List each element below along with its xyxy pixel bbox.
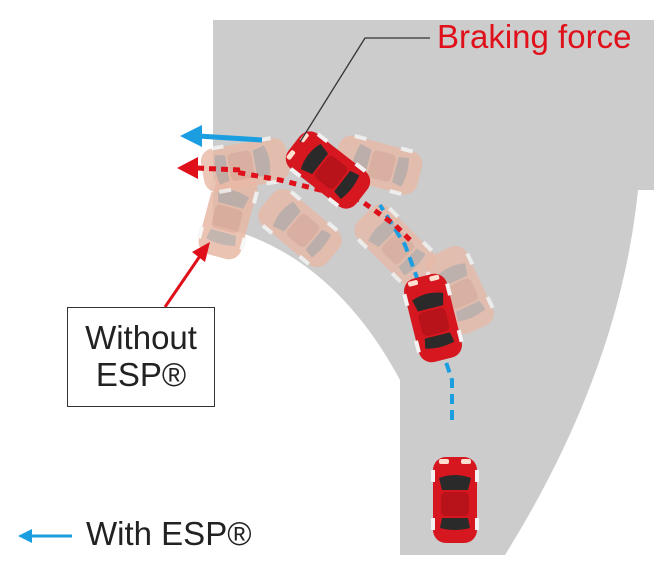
without-esp-box: Without ESP® [67,307,215,407]
without-esp-line2: ESP® [95,356,187,393]
braking-force-label: Braking force [437,18,632,55]
arrow-left-icon [180,125,263,147]
with-esp-label: With ESP® [86,515,252,552]
arrow-left-icon [177,157,241,179]
legend-arrow-icon [18,529,72,543]
with-esp-path [378,203,454,420]
car-icon [431,457,479,543]
braking-leader-line [299,37,430,143]
without-esp-line1: Without [85,319,197,357]
pointer-arrow [163,242,210,308]
